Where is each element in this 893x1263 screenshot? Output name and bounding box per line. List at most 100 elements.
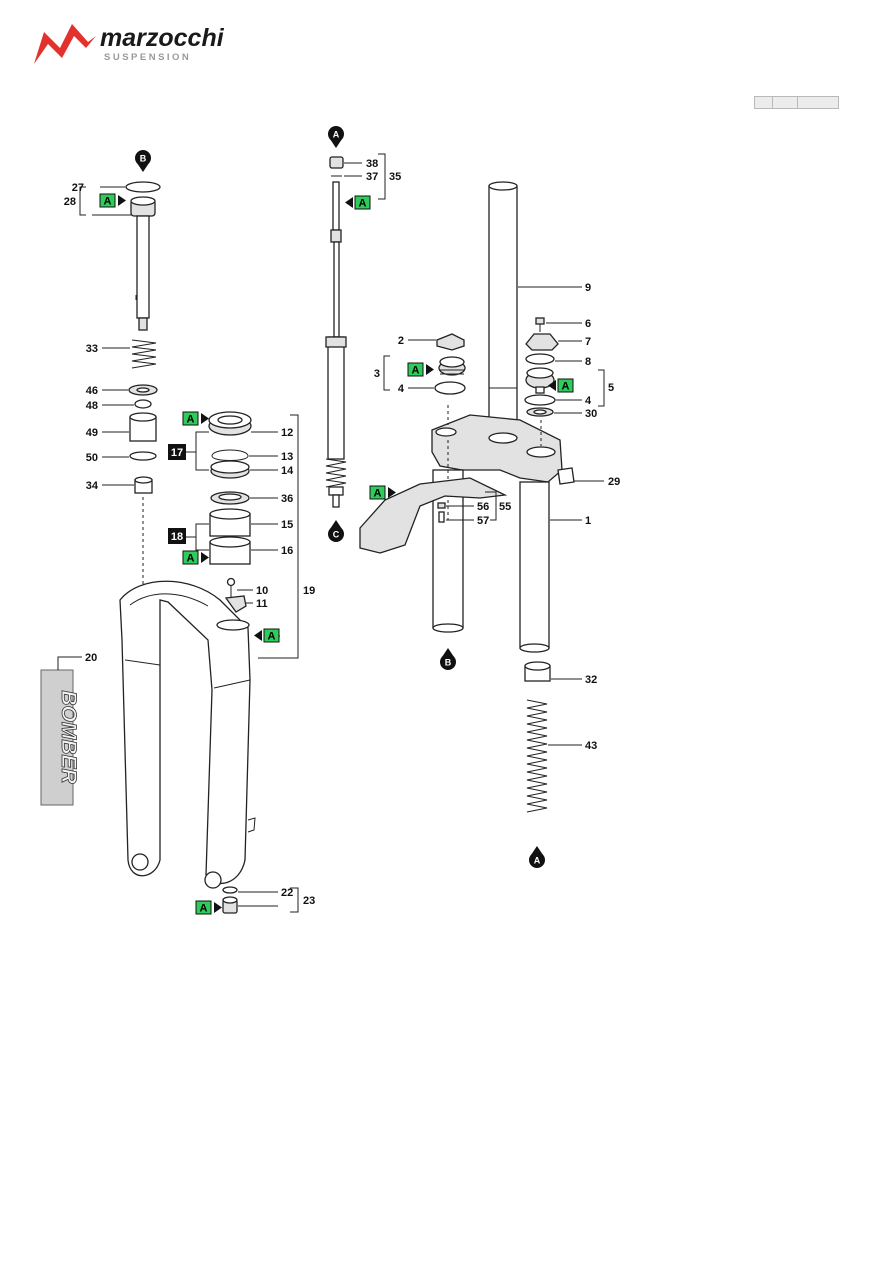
svg-text:A: A bbox=[200, 903, 208, 915]
label-4a: 4 bbox=[398, 383, 405, 395]
label-12: 12 bbox=[281, 427, 293, 439]
label-20: 20 bbox=[85, 652, 97, 664]
label-38: 38 bbox=[366, 158, 378, 170]
label-23: 23 bbox=[303, 895, 315, 907]
label-16: 16 bbox=[281, 545, 293, 557]
label-8: 8 bbox=[585, 356, 591, 368]
label-50: 50 bbox=[86, 452, 98, 464]
part-12-seal bbox=[208, 411, 278, 436]
label-13: 13 bbox=[281, 451, 293, 463]
part-4-oring-left bbox=[408, 381, 466, 395]
svg-text:A: A bbox=[104, 196, 112, 208]
svg-text:A: A bbox=[187, 414, 195, 426]
part-28-cap bbox=[92, 196, 156, 217]
brand-name: marzocchi bbox=[100, 24, 225, 52]
label-32: 32 bbox=[585, 674, 597, 686]
label-37: 37 bbox=[366, 171, 378, 183]
part-46-washer bbox=[102, 384, 158, 396]
svg-text:A: A bbox=[333, 130, 340, 140]
part-36-ring bbox=[210, 491, 278, 505]
grease-marker: A bbox=[345, 195, 371, 210]
marzocchi-logo: marzocchi SUSPENSION bbox=[34, 24, 225, 64]
part-28-shaft bbox=[135, 215, 150, 331]
connector-c-bottom: C bbox=[328, 520, 344, 542]
part-34-bumper bbox=[102, 476, 153, 494]
svg-text:18: 18 bbox=[171, 531, 183, 543]
svg-text:B: B bbox=[140, 154, 147, 164]
part-6-screw bbox=[535, 317, 582, 332]
label-28: 28 bbox=[64, 196, 76, 208]
label-4b: 4 bbox=[585, 395, 592, 407]
label-56: 56 bbox=[477, 501, 489, 513]
label-1: 1 bbox=[585, 515, 591, 527]
label-22: 22 bbox=[281, 887, 293, 899]
label-36: 36 bbox=[281, 493, 293, 505]
part-16-bushing bbox=[209, 536, 278, 565]
header-cell bbox=[772, 96, 798, 109]
part-33-spring bbox=[102, 339, 157, 369]
part-48-oring bbox=[102, 399, 152, 409]
connector-b-top: B bbox=[135, 150, 151, 172]
label-30: 30 bbox=[585, 408, 597, 420]
connector-b-bottom: B bbox=[440, 648, 456, 670]
label-19: 19 bbox=[303, 585, 315, 597]
connector-a-bottom: A bbox=[529, 846, 545, 868]
part-32-spacer bbox=[524, 661, 582, 682]
label-55: 55 bbox=[499, 501, 511, 513]
part-1-stanchion-right bbox=[519, 481, 582, 653]
label-27: 27 bbox=[72, 182, 84, 194]
decal-text: BOMBER bbox=[57, 690, 80, 784]
part-29-sticker bbox=[557, 467, 604, 485]
label-6: 6 bbox=[585, 318, 591, 330]
part-2-topcap bbox=[408, 333, 465, 351]
label-48: 48 bbox=[86, 400, 98, 412]
kit-17-marker: 17 bbox=[168, 444, 186, 460]
part-57-bolt bbox=[438, 511, 474, 523]
label-33: 33 bbox=[86, 343, 98, 355]
kit-18-marker: 18 bbox=[168, 528, 186, 544]
part-27-ring bbox=[100, 181, 161, 193]
label-10: 10 bbox=[256, 585, 268, 597]
part-7-knob bbox=[525, 333, 582, 351]
part-13-clip bbox=[211, 449, 278, 461]
svg-text:A: A bbox=[374, 488, 382, 500]
svg-text:A: A bbox=[534, 856, 541, 866]
part-49-bushing bbox=[102, 412, 157, 442]
part-1-csu-crown bbox=[431, 414, 563, 483]
part-43-spring bbox=[526, 699, 582, 813]
grease-marker: A bbox=[99, 193, 126, 208]
svg-text:17: 17 bbox=[171, 447, 183, 459]
label-14: 14 bbox=[281, 465, 294, 477]
part-20-decal: BOMBER bbox=[40, 656, 82, 806]
label-43: 43 bbox=[585, 740, 597, 752]
svg-text:B: B bbox=[445, 658, 452, 668]
label-9: 9 bbox=[585, 282, 591, 294]
connector-a-top: A bbox=[328, 126, 344, 148]
grease-marker: A bbox=[548, 378, 574, 393]
label-29: 29 bbox=[608, 476, 620, 488]
part-9-steerer bbox=[488, 181, 582, 437]
svg-text:A: A bbox=[268, 631, 276, 643]
part-10-bolt bbox=[226, 577, 253, 598]
part-35-cartridge bbox=[325, 181, 347, 508]
part-38-knob bbox=[329, 156, 362, 169]
part-23-nut bbox=[222, 896, 278, 914]
brand-tagline: SUSPENSION bbox=[104, 52, 191, 63]
label-57: 57 bbox=[477, 515, 489, 527]
part-15-bushing bbox=[209, 508, 278, 537]
label-5: 5 bbox=[608, 382, 614, 394]
part-8-oring bbox=[525, 353, 582, 365]
part-14-seal bbox=[210, 460, 278, 479]
part-56-nut bbox=[437, 502, 474, 509]
svg-text:A: A bbox=[412, 365, 420, 377]
svg-text:A: A bbox=[187, 553, 195, 565]
part-5-topcap bbox=[525, 367, 555, 394]
label-46: 46 bbox=[86, 385, 98, 397]
part-22-oring bbox=[222, 886, 278, 894]
label-3: 3 bbox=[374, 368, 380, 380]
svg-text:C: C bbox=[333, 530, 340, 540]
label-2: 2 bbox=[398, 335, 404, 347]
part-19-lower-leg bbox=[119, 580, 256, 889]
grease-marker: A bbox=[369, 485, 396, 500]
